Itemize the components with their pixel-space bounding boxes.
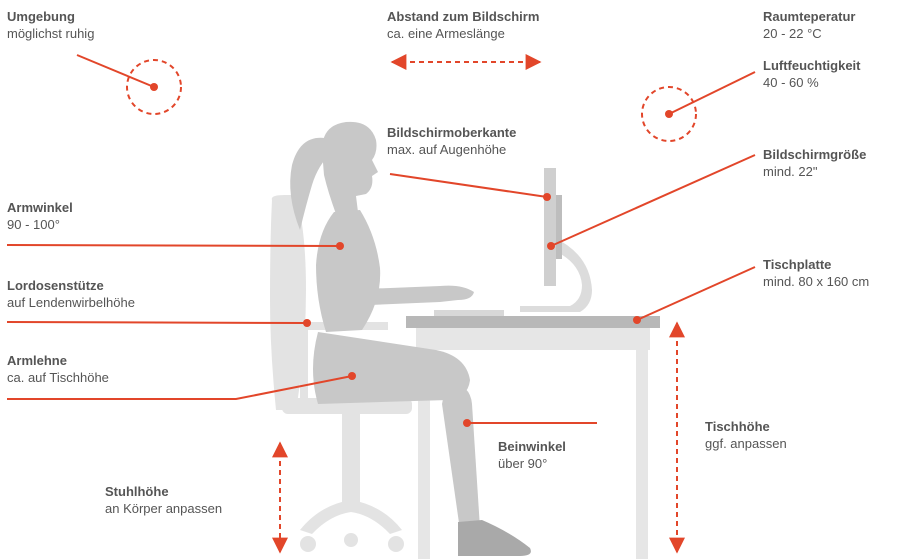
label-abstand: Abstand zum Bildschirm ca. eine Armeslän… (387, 8, 539, 42)
label-tischhoehe: Tischhöhe ggf. anpassen (705, 418, 787, 452)
label-armlehne: Armlehne ca. auf Tischhöhe (7, 352, 109, 386)
label-tischplatte: Tischplatte mind. 80 x 160 cm (763, 256, 869, 290)
label-subtitle: mind. 22" (763, 164, 818, 179)
chair-base (300, 500, 402, 534)
label-title: Stuhlhöhe (105, 484, 169, 499)
desk (406, 316, 660, 559)
leader-tischplatte (636, 266, 756, 321)
dot-armwinkel (336, 242, 344, 250)
desk-leg-left (418, 350, 430, 559)
chair-wheel (344, 533, 358, 547)
desk-apron (416, 328, 650, 350)
seated-person (290, 121, 531, 556)
dot-tischplatte (633, 316, 641, 324)
label-subtitle: möglichst ruhig (7, 26, 95, 41)
label-title: Bildschirmgröße (763, 147, 867, 162)
label-subtitle: 20 - 22 °C (763, 26, 822, 41)
label-subtitle: ca. eine Armeslänge (387, 26, 505, 41)
label-subtitle: 40 - 60 % (763, 75, 819, 90)
chair-armrest (300, 322, 388, 400)
desk-top (406, 316, 660, 328)
person-thigh (313, 332, 470, 404)
label-raumtemperatur: Raumteperatur 20 - 22 °C (763, 8, 855, 42)
label-title: Lordosenstütze (7, 278, 104, 293)
label-stuhlhoehe: Stuhlhöhe an Körper anpassen (105, 483, 222, 517)
person-ponytail (290, 137, 332, 230)
person-forearm (338, 285, 474, 306)
label-lordosenstuetze: Lordosenstütze auf Lendenwirbelhöhe (7, 277, 135, 311)
leader-bildschirmoberkante (389, 173, 548, 198)
chair-column (342, 414, 360, 502)
label-beinwinkel: Beinwinkel über 90° (498, 438, 566, 472)
person-upper-arm (326, 232, 356, 296)
label-bildschirmgroesse: Bildschirmgröße mind. 22" (763, 146, 866, 180)
dot-beinwinkel (463, 419, 471, 427)
label-armwinkel: Armwinkel 90 - 100° (7, 199, 73, 233)
label-subtitle: über 90° (498, 456, 548, 471)
desk-leg-right (636, 350, 648, 559)
label-title: Armlehne (7, 353, 67, 368)
label-title: Armwinkel (7, 200, 73, 215)
monitor-stand (520, 238, 592, 312)
label-subtitle: 90 - 100° (7, 217, 60, 232)
leader-lordosenstuetze (6, 321, 308, 324)
label-subtitle: mind. 80 x 160 cm (763, 274, 870, 289)
climate-marker-circle (641, 86, 697, 142)
label-umgebung: Umgebung möglichst ruhig (7, 8, 94, 42)
label-subtitle: an Körper anpassen (105, 501, 223, 516)
dot-bildschirmoberkante (543, 193, 551, 201)
label-title: Abstand zum Bildschirm (387, 9, 540, 24)
label-subtitle: max. auf Augenhöhe (387, 142, 507, 157)
leader-luftfeuchtigkeit (668, 71, 756, 115)
person-head (322, 121, 378, 214)
monitor-screen (544, 168, 556, 286)
label-bildschirmoberkante: Bildschirmoberkante max. auf Augenhöhe (387, 124, 516, 158)
person-shoe (458, 520, 531, 556)
dot-umgebung (150, 83, 158, 91)
label-title: Beinwinkel (498, 439, 566, 454)
dot-lordosenstuetze (303, 319, 311, 327)
dot-luftfeuchtigkeit (665, 110, 673, 118)
leader-armwinkel (6, 244, 341, 247)
label-luftfeuchtigkeit: Luftfeuchtigkeit 40 - 60 % (763, 57, 861, 91)
monitor-back (556, 195, 562, 259)
label-title: Luftfeuchtigkeit (763, 58, 861, 73)
chair-backrest (270, 195, 306, 410)
chair-wheel (300, 536, 316, 552)
label-title: Tischhöhe (705, 419, 770, 434)
label-subtitle: ggf. anpassen (705, 436, 787, 451)
keyboard (434, 310, 504, 316)
leader-bildschirmgroesse (550, 154, 756, 247)
label-subtitle: auf Lendenwirbelhöhe (7, 295, 135, 310)
label-title: Umgebung (7, 9, 75, 24)
chair-wheel (388, 536, 404, 552)
dot-bildschirmgroesse (547, 242, 555, 250)
environment-marker-circle (126, 59, 182, 115)
leader-armlehne (7, 375, 353, 400)
leader-umgebung (76, 54, 155, 88)
label-title: Raumteperatur (763, 9, 856, 24)
label-subtitle: ca. auf Tischhöhe (7, 370, 109, 385)
label-title: Tischplatte (763, 257, 832, 272)
label-title: Bildschirmoberkante (387, 125, 517, 140)
office-chair (270, 195, 412, 552)
person-lower-leg (442, 383, 480, 530)
dot-armlehne (348, 372, 356, 380)
